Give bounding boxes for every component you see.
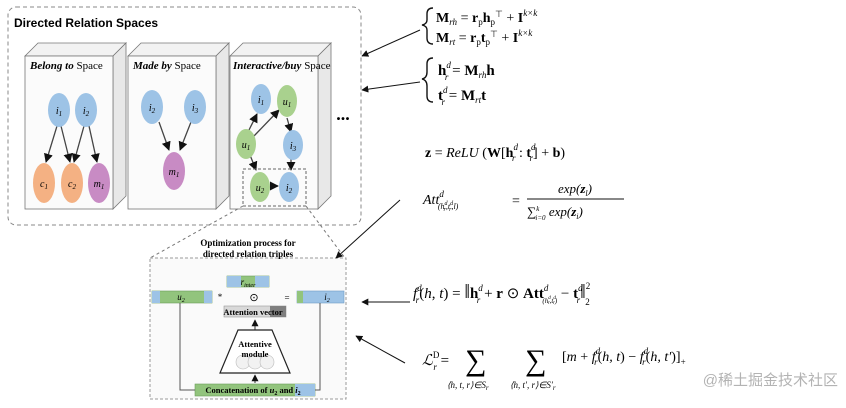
node-i1 (48, 93, 70, 127)
node-i3-inter (283, 130, 303, 160)
spaces-title: Directed Relation Spaces (14, 16, 158, 30)
edge-i1-c1 (44, 125, 58, 163)
attentive-module-label-1: Attentive (238, 339, 272, 349)
i2-to-concat-line (315, 303, 321, 391)
attention-vector-label: Attention vector (223, 307, 282, 317)
eq-m-rt: Mrt = rptp⊤ + Ik×k (436, 28, 533, 47)
arrow-eq1-to-spaces (361, 29, 421, 57)
eq-att-equals: = (512, 194, 520, 209)
watermark-text: @稀土掘金技术社区 (703, 372, 838, 389)
u2-bar-right (204, 291, 212, 303)
u2-bar-left (152, 291, 160, 303)
panel-belong-to: Belong to Space i1 i2 c1 c2 m1 (24, 42, 127, 210)
edge-i2-m1-made (158, 121, 171, 151)
label-u2-inter: u2 (256, 183, 265, 195)
attention-vector-dark (270, 306, 286, 317)
eq-loss-sum-2-index: ⟨h, t′, r⟩∈S′r (510, 380, 556, 392)
brace-2 (421, 57, 434, 103)
node-m1-made (163, 152, 185, 190)
label-c2: c2 (68, 179, 76, 191)
panel-made-by: Made by Space i2 i3 m1 (127, 42, 230, 210)
i2-bar-left (297, 291, 303, 303)
edge-i1-c2 (60, 125, 73, 163)
eq-m-rh: Mrh = rphp⊤ + Ik×k (436, 8, 538, 27)
equals-symbol: = (284, 293, 289, 303)
node-i2-made (141, 90, 163, 124)
node-u2-inter (250, 172, 270, 202)
eq-loss-sum-2: ∑ (525, 344, 546, 377)
node-m1 (88, 163, 110, 203)
module-neuron-3 (259, 354, 275, 370)
i2-bar-label: i2 (324, 292, 330, 304)
node-i1-inter (251, 84, 271, 114)
node-i2-inter (279, 172, 299, 202)
label-i1-inter: i1 (258, 95, 264, 107)
label-i3-inter: i3 (290, 141, 297, 153)
label-i3-made: i3 (192, 103, 199, 115)
multiply-symbol: * (218, 292, 223, 302)
label-i1: i1 (56, 106, 62, 118)
label-i2-inter: i2 (286, 183, 293, 195)
label-i2: i2 (83, 106, 90, 118)
edge-i2-c2 (71, 125, 85, 163)
optimization-title-1: Optimization process for (200, 238, 295, 248)
r-inter-bar-blue (227, 276, 241, 287)
odot-symbol: ⊙ (249, 292, 258, 304)
label-u1-left: u1 (242, 140, 251, 152)
highlight-u2-i2 (242, 168, 307, 207)
label-i2-made: i2 (149, 103, 156, 115)
label-c1: c1 (40, 179, 48, 191)
eq-loss-sum-1-index: ⟨h, t, r⟩∈Sr (447, 380, 489, 392)
panel-interactive: Interactive/buy Space i1 u1 u1 i3 u2 i2 (229, 42, 332, 210)
r-inter-label: rinter (241, 277, 257, 289)
panel-made-by-title: Made by Space (132, 60, 201, 72)
spaces-dashed-border (7, 6, 362, 226)
optimization-title-2: directed relation triples (203, 249, 294, 259)
i2-bar (296, 290, 345, 304)
edge-u1-u1 (253, 109, 280, 137)
brace-1 (421, 7, 434, 45)
attentive-module-label-2: module (242, 349, 269, 359)
eq-loss-sum-1: ∑ (465, 344, 486, 377)
node-i2 (75, 93, 97, 127)
label-u1-top: u1 (283, 97, 292, 109)
concatenation-label: Concatenation of u2 and i2 (205, 385, 300, 397)
arrow-loss-to-opt (355, 335, 406, 364)
relation-spaces-group: Directed Relation Spaces Belong to Space… (7, 6, 362, 226)
edge-u1-i1 (248, 113, 258, 131)
r-inter-bar-blue-2 (255, 276, 269, 287)
label-m1: m1 (94, 179, 105, 191)
zoom-line-right (305, 205, 346, 259)
edge-i2-m1 (88, 125, 100, 163)
u2-to-concat-line (179, 303, 195, 391)
arrow-eq2-to-spaces (361, 81, 421, 93)
node-u1-left (236, 129, 256, 159)
label-m1-made: m1 (169, 167, 180, 179)
u2-bar-label: u2 (177, 292, 185, 304)
edge-i3-m1-made (178, 121, 192, 151)
panel-belong-to-title: Belong to Space (29, 60, 103, 72)
node-c2 (61, 163, 83, 203)
node-i3-made (184, 90, 206, 124)
node-u1-top (277, 85, 297, 117)
arrow-att-to-opt (335, 199, 401, 259)
edge-u1-u2 (248, 154, 258, 171)
edge-u1-i3 (284, 117, 294, 133)
equations-group: Mrh = rphp⊤ + Ik×k Mrt = rptp⊤ + Ik×k hd… (413, 7, 686, 392)
optimization-panel: Optimization process for directed relati… (149, 238, 347, 400)
more-spaces-ellipsis: ... (336, 104, 350, 124)
concatenation-bar-blue (295, 384, 315, 396)
node-c1 (33, 163, 55, 203)
eq-att-numerator: exp(zl) (558, 181, 592, 198)
panel-interactive-title: Interactive/buy Space (232, 60, 331, 72)
